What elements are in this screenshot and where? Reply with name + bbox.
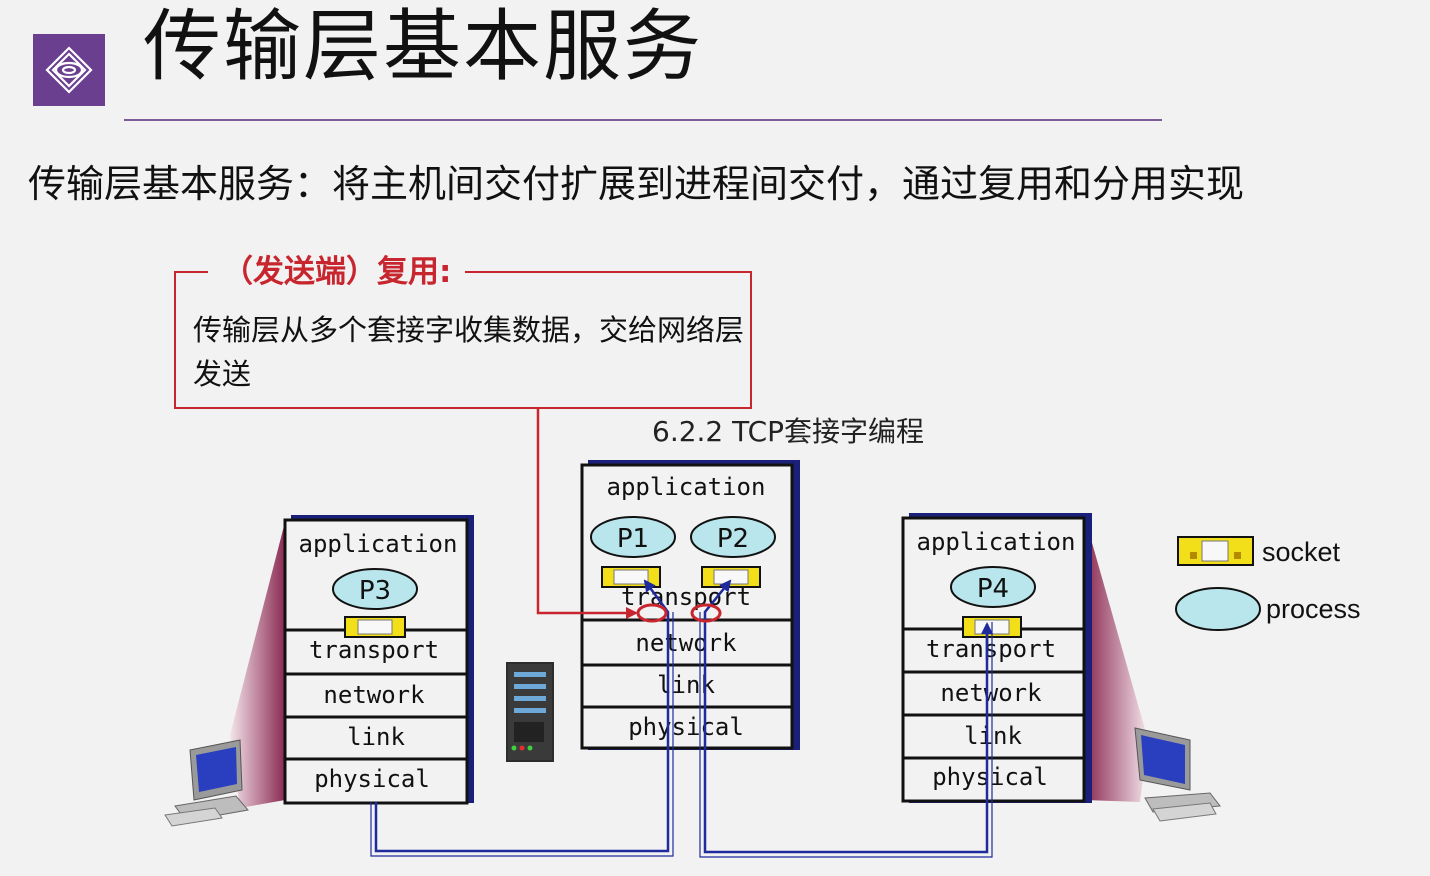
left-layer-network: network xyxy=(323,681,425,709)
right-layer-physical: physical xyxy=(932,763,1048,791)
process-p4-label: P4 xyxy=(977,574,1009,604)
left-host-beam xyxy=(230,522,285,808)
right-layer-network: network xyxy=(940,679,1042,707)
mux-circle-p2 xyxy=(690,603,722,623)
server-icon xyxy=(506,662,554,762)
path-p3-to-p1 xyxy=(374,579,670,853)
callout-body: 传输层从多个套接字收集数据，交给网络层发送 xyxy=(193,313,745,391)
legend: socket process xyxy=(1175,536,1361,631)
process-p1 xyxy=(590,516,676,558)
process-p2-label: P2 xyxy=(717,524,749,554)
middle-layer-application: application xyxy=(607,473,766,501)
section-label: 6.2.2 TCP套接字编程 xyxy=(652,415,925,448)
right-host-beam xyxy=(1085,518,1148,802)
mux-circle-p1 xyxy=(636,603,668,623)
legend-socket-label: socket xyxy=(1262,537,1341,567)
right-layer-transport: transport xyxy=(926,635,1056,663)
left-layer-application: application xyxy=(299,530,458,558)
middle-layer-network: network xyxy=(635,629,737,657)
process-p2 xyxy=(690,516,776,558)
callout-arrow xyxy=(536,409,638,619)
right-protocol-stack: application P4 transport network link ph… xyxy=(901,513,1092,803)
title-divider xyxy=(124,119,1162,121)
right-layer-application: application xyxy=(917,528,1076,556)
left-layer-transport: transport xyxy=(309,636,439,664)
process-p3-label: P3 xyxy=(359,576,391,606)
left-layer-link: link xyxy=(347,723,405,751)
subtitle: 传输层基本服务：将主机间交付扩展到进程间交付，通过复用和分用实现 xyxy=(28,162,1245,206)
middle-layer-physical: physical xyxy=(628,713,744,741)
right-computer-icon xyxy=(1134,727,1221,822)
page-title: 传输层基本服务 xyxy=(143,2,704,92)
right-layer-link: link xyxy=(964,722,1022,750)
path-p4-to-p2 xyxy=(703,579,989,854)
legend-process-icon xyxy=(1175,587,1261,631)
process-p4 xyxy=(950,566,1036,608)
process-p3 xyxy=(332,568,418,610)
course-logo xyxy=(33,34,105,106)
left-computer-icon xyxy=(164,739,249,827)
legend-process-label: process xyxy=(1266,594,1361,624)
middle-protocol-stack: application P1 P2 transport network link… xyxy=(580,460,800,750)
left-layer-physical: physical xyxy=(314,765,430,793)
middle-layer-link: link xyxy=(657,671,715,699)
data-paths xyxy=(370,579,993,858)
process-p1-label: P1 xyxy=(617,524,649,554)
callout-heading: （发送端）复用: xyxy=(208,250,466,294)
left-protocol-stack: application P3 transport network link ph… xyxy=(283,515,474,805)
